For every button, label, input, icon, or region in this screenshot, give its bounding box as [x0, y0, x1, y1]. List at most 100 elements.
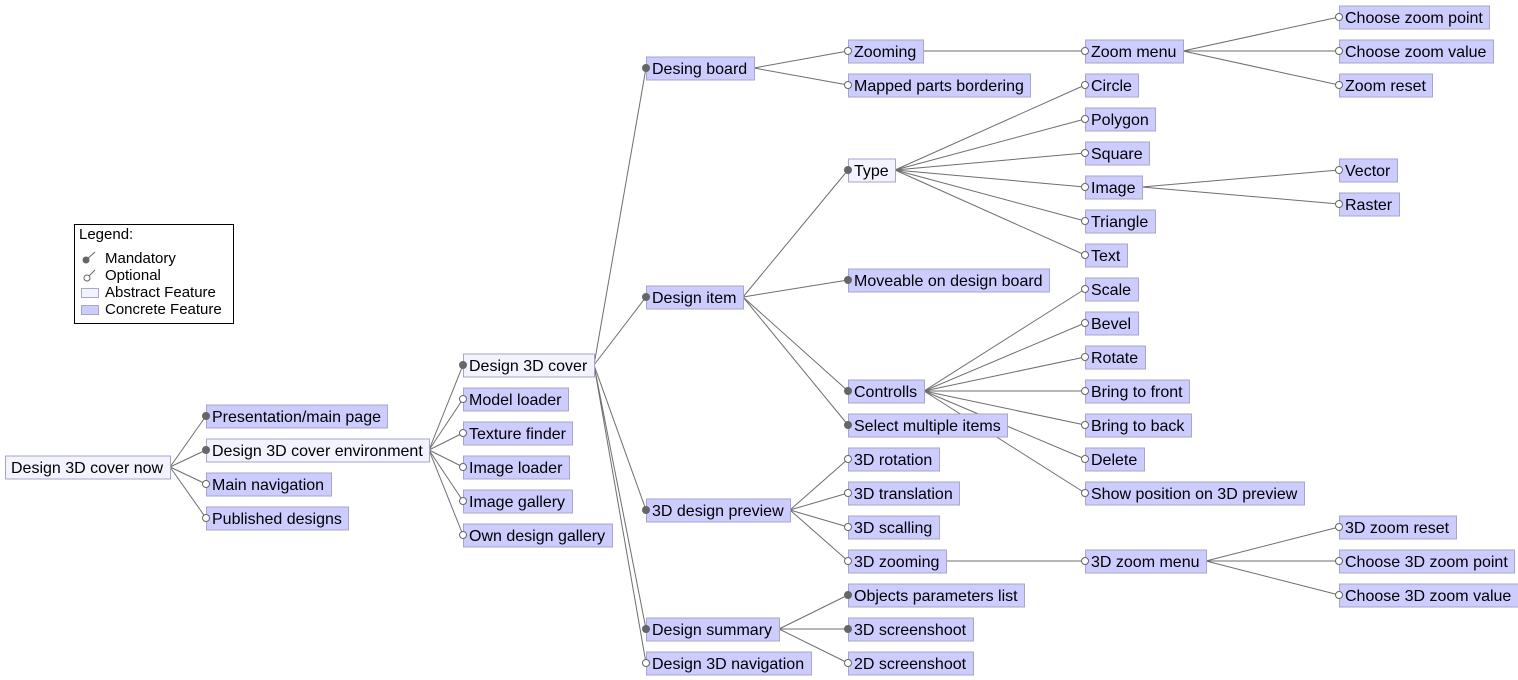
- feature-label: Type: [854, 163, 889, 180]
- feature-label: Choose 3D zoom point: [1345, 554, 1508, 571]
- edge-controlls-showpos: [923, 390, 1086, 494]
- feature-label: Zoom menu: [1091, 44, 1176, 61]
- optional-dot: [1335, 523, 1343, 531]
- legend-title: Legend:: [79, 226, 134, 243]
- optional-dot: [1081, 489, 1089, 497]
- edge-type-circle: [894, 84, 1086, 171]
- edge-summary-objparams: [778, 594, 849, 630]
- feature-label: Own design gallery: [469, 528, 605, 545]
- feature-trans3d: 3D translation: [848, 481, 960, 506]
- feature-mainnav: Main navigation: [206, 472, 332, 497]
- feature-label: Delete: [1091, 452, 1137, 469]
- feature-label: Desing board: [652, 61, 747, 78]
- feature-label: Image loader: [469, 460, 563, 477]
- feature-delete: Delete: [1085, 447, 1145, 472]
- mandatory-dot: [202, 446, 210, 454]
- feature-label: 3D zooming: [854, 554, 939, 571]
- edge-root-env: [169, 449, 207, 468]
- optional-dot: [1335, 166, 1343, 174]
- feature-shot2d: 2D screenshoot: [848, 651, 974, 676]
- optional-dot: [459, 429, 467, 437]
- feature-presentation: Presentation/main page: [206, 404, 388, 429]
- feature-label: Text: [1091, 248, 1121, 265]
- feature-box: [5, 455, 171, 480]
- feature-label: Choose zoom point: [1345, 10, 1483, 27]
- edge-item-controlls: [742, 296, 849, 392]
- feature-label: Controlls: [854, 384, 917, 401]
- feature-owngallery: Own design gallery: [463, 523, 613, 548]
- feature-zvalue: Choose zoom value: [1339, 39, 1494, 64]
- feature-env: Design 3D cover environment: [206, 438, 430, 463]
- feature-mapped: Mapped parts bordering: [848, 73, 1031, 98]
- feature-type: Type: [848, 158, 896, 183]
- feature-selectmulti: Select multiple items: [848, 413, 1008, 438]
- edge-board-zooming: [753, 50, 849, 69]
- feature-summary: Design summary: [646, 617, 780, 642]
- optional-dot: [844, 47, 852, 55]
- feature-label: Zoom reset: [1345, 78, 1426, 95]
- feature-label: 3D translation: [854, 486, 953, 503]
- feature-label: 3D zoom reset: [1345, 520, 1450, 537]
- edge-type-polygon: [894, 118, 1086, 171]
- edge-root-published: [169, 466, 207, 519]
- legend-concrete: Concrete Feature: [105, 301, 222, 318]
- feature-shot3d: 3D screenshoot: [848, 617, 974, 642]
- edge-d3cover-summary: [593, 364, 647, 630]
- feature-label: Triangle: [1091, 214, 1148, 231]
- optional-dot: [1081, 353, 1089, 361]
- mandatory-dot: [844, 276, 852, 284]
- feature-label: Show position on 3D preview: [1091, 486, 1298, 503]
- feature-rot3d: 3D rotation: [848, 447, 940, 472]
- mandatory-dot: [642, 64, 650, 72]
- optional-dot: [1081, 557, 1089, 565]
- feature-controlls: Controlls: [848, 379, 925, 404]
- mandatory-dot: [844, 625, 852, 633]
- feature-label: Square: [1091, 146, 1143, 163]
- edge-zoommenu-zreset: [1182, 50, 1340, 86]
- feature-label: Published designs: [212, 511, 342, 528]
- feature-zpoint: Choose zoom point: [1339, 5, 1490, 30]
- feature-label: Vector: [1345, 163, 1391, 180]
- feature-objparams: Objects parameters list: [848, 583, 1025, 608]
- edge-d3cover-board: [593, 67, 647, 366]
- feature-label: Circle: [1091, 78, 1132, 95]
- edge-env-owngallery: [428, 449, 464, 536]
- edge-env-imggallery: [428, 449, 464, 502]
- optional-dot: [1081, 47, 1089, 55]
- mandatory-dot: [844, 591, 852, 599]
- abstract-swatch: [81, 288, 99, 298]
- optional-dot: [1081, 217, 1089, 225]
- feature-z3point: Choose 3D zoom point: [1339, 549, 1515, 574]
- edge-image-vector: [1141, 169, 1340, 188]
- feature-zreset: Zoom reset: [1339, 73, 1433, 98]
- optional-dot: [1081, 251, 1089, 259]
- feature-rotate: Rotate: [1085, 345, 1146, 370]
- optional-dot: [844, 81, 852, 89]
- optional-dot: [1081, 81, 1089, 89]
- feature-zooming: Zooming: [848, 39, 924, 64]
- mandatory-dot: [642, 506, 650, 514]
- edge-env-texture: [428, 432, 464, 451]
- edge-root-presentation: [169, 415, 207, 468]
- edge-controlls-back: [923, 390, 1086, 426]
- edge-item-moveable: [742, 279, 849, 298]
- feature-label: Polygon: [1091, 112, 1149, 129]
- feature-showpos: Show position on 3D preview: [1085, 481, 1305, 506]
- optional-dot: [1335, 13, 1343, 21]
- edge-preview-zoom3d: [789, 509, 849, 562]
- edge-zoommenu3d-z3reset: [1205, 526, 1340, 562]
- legend: Legend: Mandatory Optional Abstract Feat…: [74, 224, 234, 324]
- edge-type-triangle: [894, 169, 1086, 222]
- feature-label: Mapped parts bordering: [854, 78, 1024, 95]
- feature-moveable: Moveable on design board: [848, 268, 1050, 293]
- edge-item-type: [742, 169, 849, 298]
- feature-label: Rotate: [1091, 350, 1138, 367]
- feature-label: Image gallery: [469, 494, 565, 511]
- mandatory-dot: [844, 421, 852, 429]
- optional-dot: [1081, 455, 1089, 463]
- feature-item: Design item: [646, 285, 744, 310]
- feature-label: Model loader: [469, 392, 562, 409]
- optional-dot: [844, 659, 852, 667]
- feature-label: Main navigation: [212, 477, 324, 494]
